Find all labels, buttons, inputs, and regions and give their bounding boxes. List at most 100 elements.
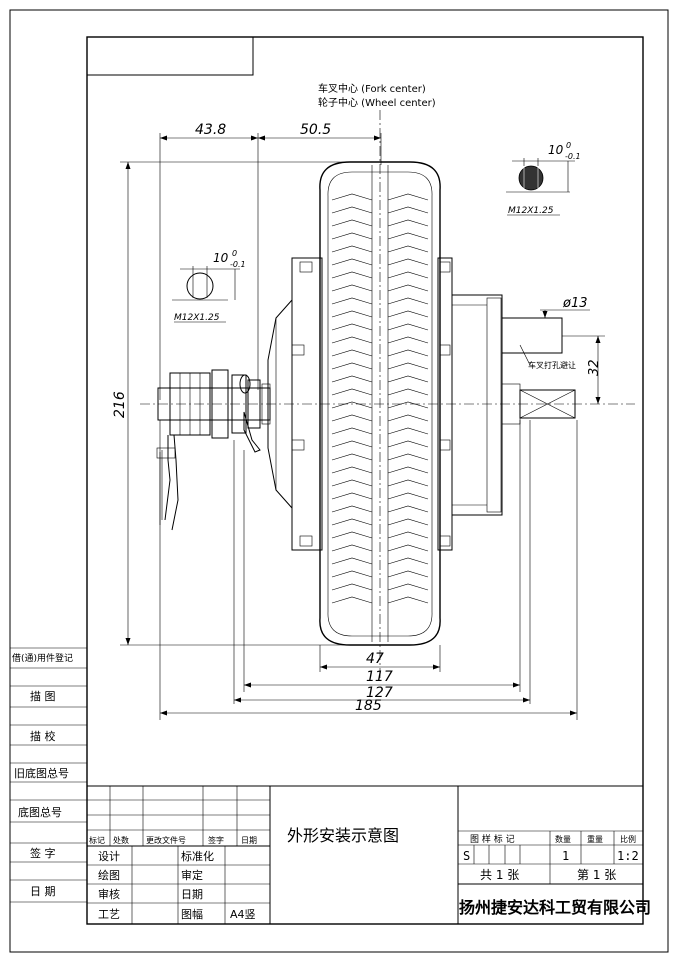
right-axle — [501, 317, 576, 425]
tread-mark — [331, 284, 373, 292]
tread-mark — [331, 401, 373, 409]
tread-mark — [331, 258, 373, 266]
dim-50-5: 50.5 — [300, 122, 331, 138]
rev-header-count: 处数 — [113, 835, 129, 845]
dim-216: 216 — [112, 391, 128, 418]
tread-mark — [331, 583, 373, 591]
flat-right-width: 10 — [548, 143, 564, 157]
tread-mark — [387, 505, 429, 513]
tread-mark — [331, 557, 373, 565]
tread-mark — [331, 219, 373, 227]
tread-mark — [387, 557, 429, 565]
tread-mark — [387, 427, 429, 435]
rev-header-mark: 标记 — [89, 835, 105, 845]
tread-mark — [331, 505, 373, 513]
fork-drill-note: 车叉打孔避让 — [528, 360, 576, 370]
dim-32: 32 — [587, 359, 602, 376]
tread-mark — [331, 544, 373, 552]
qty-label: 数量 — [555, 834, 571, 844]
tread-mark — [387, 453, 429, 461]
left-label-trace-check: 描 校 — [30, 729, 56, 743]
tread-mark — [387, 297, 429, 305]
tread-mark — [387, 440, 429, 448]
scale-label: 比例 — [620, 834, 636, 844]
role-process: 工艺 — [98, 908, 120, 921]
tread-mark — [331, 323, 373, 331]
role-sheet-size: 图幅 — [181, 908, 203, 921]
tread-mark — [331, 479, 373, 487]
tread-mark — [387, 531, 429, 539]
tread-mark — [387, 323, 429, 331]
tread-mark — [331, 596, 373, 604]
role-draw: 绘图 — [98, 868, 120, 882]
dim-127: 127 — [366, 685, 393, 701]
role-date: 日期 — [181, 888, 203, 901]
flat-left-tol-upper: 0 — [232, 249, 237, 258]
flat-left-tol-lower: -0.1 — [230, 260, 246, 269]
tread-mark — [387, 245, 429, 253]
dim-185: 185 — [355, 698, 382, 714]
role-approve: 审定 — [181, 868, 203, 882]
tread-mark — [331, 310, 373, 318]
tread-mark — [331, 531, 373, 539]
tread-mark — [387, 570, 429, 578]
tread-mark — [331, 466, 373, 474]
weight-label: 重量 — [587, 834, 603, 844]
tread-mark — [387, 414, 429, 422]
tread-mark — [331, 336, 373, 344]
dimensions: 43.8 50.5 216 47 117 127 185 — [112, 122, 605, 720]
rev-header-doc: 更改文件号 — [146, 835, 186, 845]
outer-frame — [9, 9, 669, 953]
tread-mark — [387, 219, 429, 227]
role-design: 设计 — [98, 850, 120, 863]
corner-box — [86, 36, 254, 76]
dim-phi-13: ø13 — [562, 296, 588, 311]
drawing-name: 外形安装示意图 — [287, 826, 399, 845]
flat-right-tol-lower: -0.1 — [565, 152, 581, 161]
total-sheets: 共 1 张 — [480, 868, 519, 882]
tread-mark — [387, 583, 429, 591]
tread-mark — [331, 375, 373, 383]
tread-mark — [387, 518, 429, 526]
tread-mark — [331, 518, 373, 526]
tread-mark — [387, 271, 429, 279]
tread-mark — [331, 427, 373, 435]
wheel-center-label: 轮子中心 (Wheel center) — [318, 96, 436, 109]
fork-center-label: 车叉中心 (Fork center) — [318, 82, 426, 95]
tread-mark — [331, 271, 373, 279]
flat-left-width: 10 — [213, 251, 229, 265]
dim-43-8: 43.8 — [195, 122, 226, 138]
dim-47: 47 — [366, 651, 384, 667]
left-column: 借(通)用件登记 描 图 描 校 旧底图总号 底图总号 签 字 日 期 — [10, 647, 87, 903]
role-review: 审核 — [98, 887, 120, 901]
tread-mark — [387, 596, 429, 604]
tread-mark — [387, 492, 429, 500]
tread-mark — [331, 232, 373, 240]
rev-header-sign: 签字 — [208, 835, 224, 845]
tread-mark — [331, 440, 373, 448]
flat-right-tol-upper: 0 — [566, 141, 571, 150]
tread-mark — [387, 284, 429, 292]
tread-mark — [331, 245, 373, 253]
tread-mark — [331, 206, 373, 214]
left-label-base-no: 底图总号 — [18, 805, 62, 819]
tread-mark — [387, 336, 429, 344]
tread-mark — [387, 310, 429, 318]
axle-flat-detail-left: 10 0 -0.1 M12X1.25 — [172, 249, 246, 323]
tread-mark — [387, 193, 429, 201]
tread-mark — [331, 414, 373, 422]
scale-value: 1:2 — [617, 849, 639, 863]
tread-mark — [387, 375, 429, 383]
sheet-size-value: A4竖 — [230, 908, 256, 921]
tread-mark — [331, 193, 373, 201]
mark-value: S — [463, 849, 470, 863]
dim-117: 117 — [366, 669, 393, 685]
left-label-old-base-no: 旧底图总号 — [14, 766, 69, 780]
tire — [319, 161, 441, 646]
sheet-number: 第 1 张 — [577, 868, 616, 882]
tread-mark — [387, 479, 429, 487]
flat-right-thread: M12X1.25 — [508, 206, 554, 216]
company-name: 扬州捷安达科工贸有限公司 — [459, 898, 651, 917]
rev-header-date: 日期 — [241, 836, 257, 845]
